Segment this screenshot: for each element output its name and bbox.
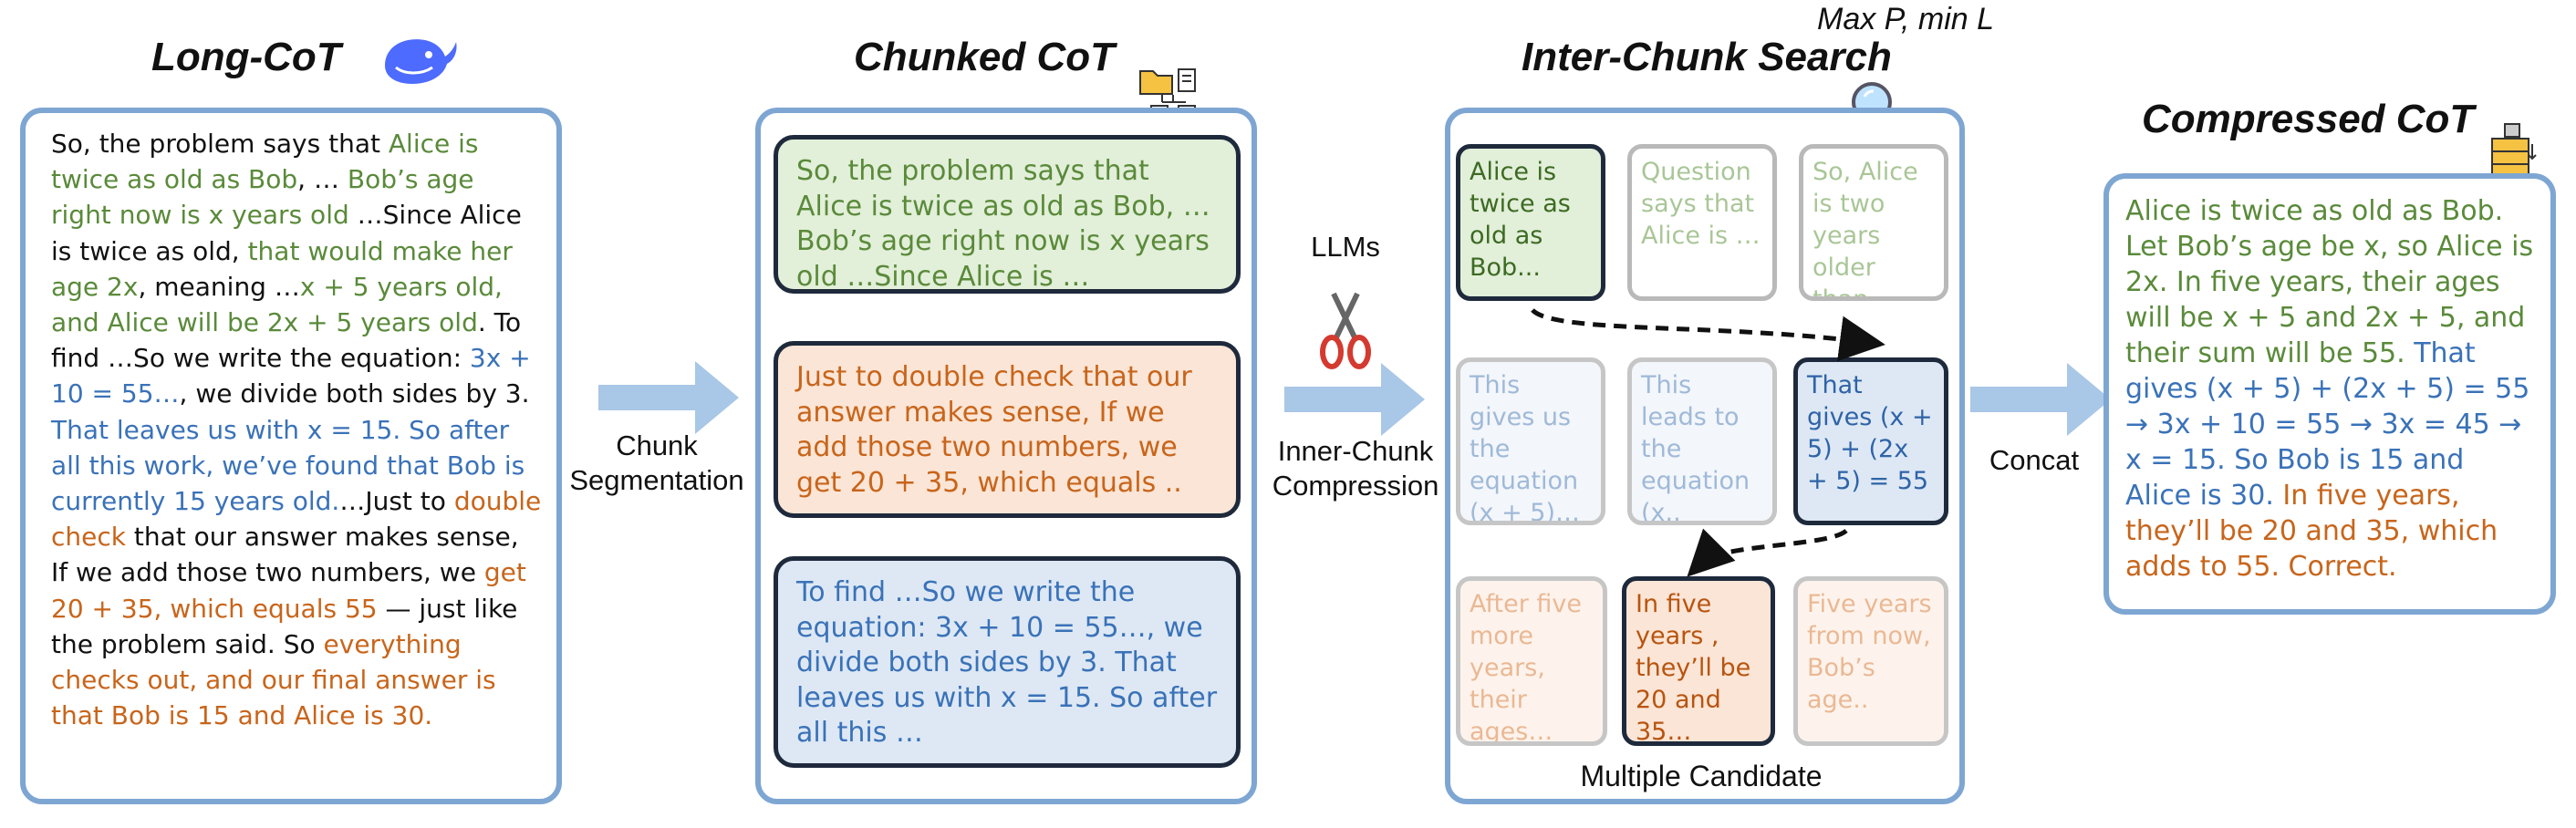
candidate-text: This gives us the equation (x + 5)…	[1470, 371, 1581, 525]
candidate-r2-c3: That gives (x + 5) + (2x + 5) = 55	[1793, 357, 1948, 525]
search-path-arrows	[1531, 308, 1885, 577]
candidate-r1-c3: So, Alice is two years older than …	[1799, 144, 1948, 301]
long-cot-title: Long-CoT	[151, 35, 341, 79]
candidate-r1-c2: Question says that Alice is …	[1627, 144, 1777, 301]
compression-label-line1: Inner-Chunk	[1277, 435, 1434, 467]
candidate-r2-c1: This gives us the equation (x + 5)…	[1456, 357, 1605, 525]
compression-arrow	[1284, 361, 1427, 438]
candidate-text: In five years , they’ll be 20 and 35…	[1636, 590, 1751, 746]
segmentation-label: Chunk Segmentation	[556, 429, 757, 498]
candidate-text: This leads to the equation (x..	[1641, 371, 1750, 525]
segmentation-label-line1: Chunk	[616, 430, 698, 461]
whale-logo-icon	[378, 27, 460, 91]
compression-label-line2: Compression	[1272, 470, 1439, 502]
text-segment: everything checks out, and our final ans…	[51, 628, 496, 731]
text-segment: get 20 + 35, which equals 55	[51, 557, 526, 624]
text-segment: Alice is twice as old as Bob	[51, 129, 479, 195]
candidate-r3-c1: After five more years, their ages…	[1456, 576, 1607, 746]
objective-label: Max P, min L	[1817, 2, 1995, 36]
segmentation-arrow	[598, 359, 741, 436]
concat-label: Concat	[1989, 444, 2080, 476]
candidate-text: Five years from now, Bob’s age..	[1807, 590, 1932, 714]
text-segment: , we divide both sides by 3.	[179, 378, 530, 409]
candidate-r3-c3: Five years from now, Bob’s age..	[1793, 576, 1948, 746]
chunk-2-text: Just to double check that our answer mak…	[796, 361, 1192, 499]
candidate-r2-c2: This leads to the equation (x..	[1627, 357, 1777, 525]
text-segment: …Since Alice is twice as old,	[51, 200, 522, 266]
candidate-text: Alice is twice as old as Bob...	[1470, 158, 1571, 282]
candidate-text: That gives (x + 5) + (2x + 5) = 55	[1807, 371, 1933, 495]
multiple-candidate-label: Multiple Candidate	[1580, 760, 1823, 792]
compression-label: Inner-Chunk Compression	[1255, 434, 1456, 503]
chunk-2: Just to double check that our answer mak…	[774, 341, 1241, 518]
candidate-text: After five more years, their ages…	[1470, 590, 1583, 746]
chunk-1: So, the problem says that Alice is twice…	[774, 135, 1241, 294]
text-segment: That gives (x + 5) + (2x + 5) = 55 → 3x …	[2125, 337, 2530, 512]
candidate-text: So, Alice is two years older than …	[1813, 158, 1918, 301]
chunked-cot-title: Chunked CoT	[854, 35, 1115, 79]
text-segment: . To find …So we write the equation:	[51, 307, 522, 374]
text-segment: That leaves us with x = 15. So after all…	[51, 414, 525, 517]
text-segment: …Just to	[339, 486, 454, 517]
text-segment: 3x + 10 = 55…	[51, 343, 531, 409]
text-segment: In five years, they’ll be 20 and 35, whi…	[2125, 480, 2498, 583]
compressed-cot-title: Compressed CoT	[2142, 97, 2475, 141]
candidate-r3-c2: In five years , they’ll be 20 and 35…	[1622, 576, 1775, 746]
candidate-r1-c1: Alice is twice as old as Bob...	[1456, 144, 1605, 301]
text-segment: Alice is twice as old as Bob. Let Bob’s …	[2125, 195, 2534, 369]
search-path-arrow-1	[1531, 308, 1885, 362]
text-segment: that our answer makes sense, If we add t…	[51, 522, 519, 588]
text-segment: — just like the problem said. So	[51, 593, 518, 659]
long-cot-text: So, the problem says that Alice is twice…	[51, 129, 541, 730]
text-segment: So, the problem says that	[51, 129, 389, 159]
concat-arrow	[1970, 361, 2113, 438]
compressed-cot-panel: Alice is twice as old as Bob. Let Bob’s …	[2103, 173, 2556, 615]
chunk-3-text: To find …So we write the equation: 3x + …	[796, 576, 1218, 749]
text-segment: x + 5 years old, and Alice will be 2x + …	[51, 271, 503, 338]
text-segment: , …	[297, 164, 348, 195]
text-segment: , meaning …	[138, 271, 300, 302]
text-segment: double check	[51, 486, 542, 553]
long-cot-panel: So, the problem says that Alice is twice…	[20, 108, 562, 804]
candidate-text: Question says that Alice is …	[1641, 158, 1761, 250]
scissors-icon	[1314, 288, 1377, 370]
text-segment: that would make her age 2x	[51, 235, 513, 302]
search-path-arrow-2	[1687, 528, 1848, 577]
chunk-1-text: So, the problem says that Alice is twice…	[796, 155, 1210, 293]
search-title: Inter-Chunk Search	[1522, 35, 1892, 79]
text-segment: Bob’s age right now is x years old	[51, 164, 474, 231]
segmentation-label-line2: Segmentation	[569, 464, 744, 496]
compressed-cot-text: Alice is twice as old as Bob. Let Bob’s …	[2125, 195, 2533, 583]
llms-label: LLMs	[1311, 231, 1380, 263]
chunk-3: To find …So we write the equation: 3x + …	[774, 556, 1241, 768]
